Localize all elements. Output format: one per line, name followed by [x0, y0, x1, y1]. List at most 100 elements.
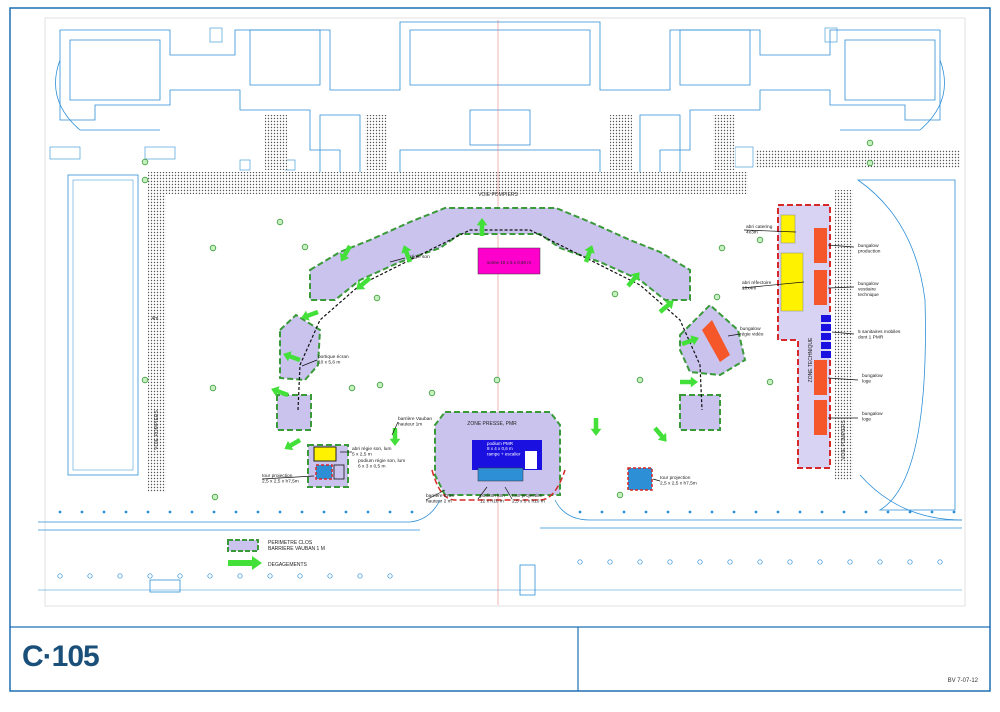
legend-perimeter-swatch [227, 539, 259, 552]
abri-catering [780, 214, 796, 244]
abri-refectoire [780, 252, 804, 312]
egress-arrow [356, 276, 372, 290]
left-block-inner [72, 179, 134, 471]
paved-areas [148, 115, 960, 492]
podium-lum [477, 467, 524, 482]
legend [227, 539, 262, 570]
projection-tower-right [627, 467, 653, 491]
street-dots [57, 510, 956, 579]
note-regie_son: régie son [410, 254, 430, 260]
bungalow-loge-2 [814, 400, 827, 435]
tree [713, 293, 721, 301]
sheet-frame [9, 7, 991, 692]
palace-building [55, 21, 945, 176]
egress-arrow [583, 245, 595, 263]
stage-label: scène 10 x 5 x 0,60 m [487, 260, 531, 265]
egress-arrows [271, 217, 699, 451]
egress-arrow [339, 244, 352, 262]
tree [866, 159, 874, 167]
stage [477, 247, 541, 275]
bungalow-loge-1 [814, 360, 827, 395]
fire-road-label: VOIE POMPIERS [478, 192, 518, 198]
tree [141, 158, 149, 166]
egress-arrow [389, 428, 401, 447]
tree [211, 493, 219, 501]
left-block [67, 174, 139, 476]
width-mark: 4m [152, 316, 159, 322]
tree [348, 384, 356, 392]
press-zone [431, 411, 566, 501]
tree [373, 294, 381, 302]
egress-arrow [284, 438, 302, 451]
tree [756, 236, 764, 244]
legend-degagements-label: DEGAGEMENTS [268, 562, 308, 568]
building-details [49, 27, 838, 171]
egress-arrow [301, 309, 319, 321]
audience-enclosure [276, 207, 747, 431]
egress-arrow [626, 272, 640, 288]
company-logo: C·105 [22, 640, 100, 673]
tree [428, 389, 436, 397]
tree [276, 218, 284, 226]
egress-arrow [401, 245, 413, 263]
right-block [856, 179, 956, 511]
egress-arrow [681, 335, 699, 347]
barrier-line [297, 229, 703, 411]
tree [141, 376, 149, 384]
drawing-reference: BV 7-07-12 [947, 678, 978, 684]
tree [616, 491, 624, 499]
press-zone-label: ZONE PRESSE, PMR [467, 421, 517, 427]
egress-arrow [271, 386, 289, 398]
legend-arrow-swatch [228, 556, 262, 570]
street [38, 474, 963, 596]
tree [766, 378, 774, 386]
tree [866, 139, 874, 147]
tree [301, 243, 309, 251]
trees [141, 139, 874, 501]
tree [611, 290, 619, 298]
tree [209, 384, 217, 392]
tree [141, 176, 149, 184]
technical-zone [777, 204, 831, 469]
egress-arrow [283, 351, 301, 363]
bungalow-production [814, 228, 827, 263]
tree [376, 381, 384, 389]
egress-arrow [476, 217, 488, 236]
egress-arrow [590, 418, 602, 437]
tree [718, 244, 726, 252]
tree [493, 376, 501, 384]
bungalow-vestiaire [814, 270, 827, 305]
drawing-area [44, 17, 966, 607]
tree [209, 244, 217, 252]
fire-road-label-right: VOIE POMPIERS [841, 419, 847, 459]
podium-stairs [525, 451, 537, 469]
egress-arrow [658, 300, 674, 314]
regie-area [307, 444, 349, 488]
tree [636, 376, 644, 384]
technical-zone-label: ZONE TECHNIQUE [808, 337, 814, 382]
egress-arrow [680, 376, 698, 388]
bungalow-video [702, 320, 730, 362]
